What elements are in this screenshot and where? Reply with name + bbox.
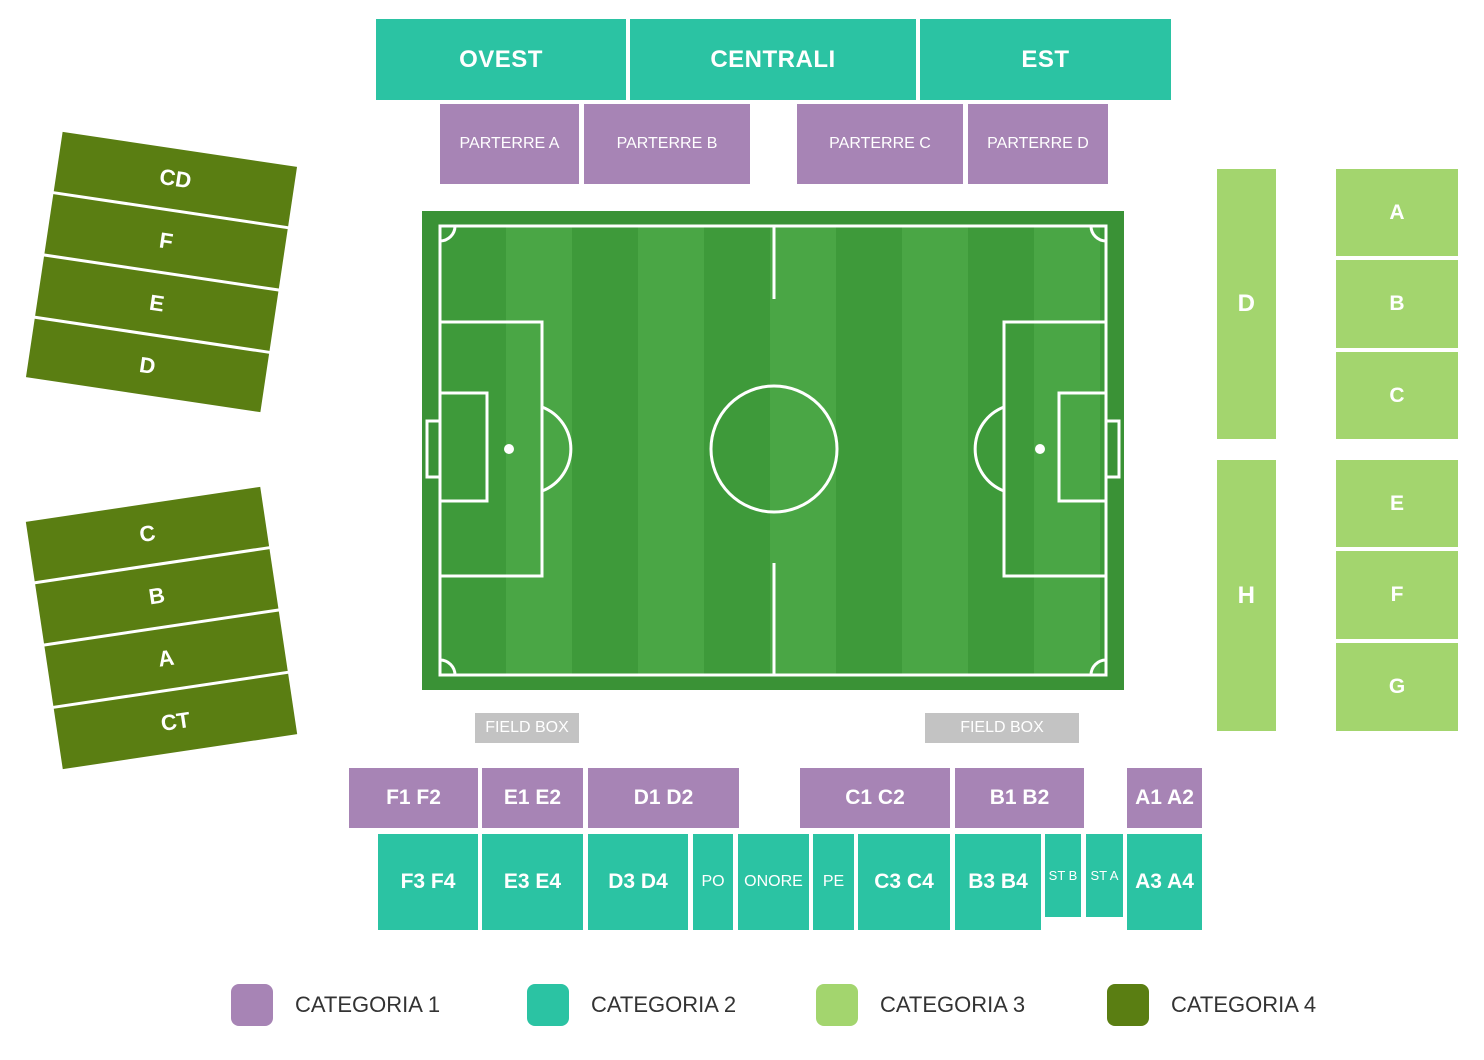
sector-ovest[interactable]: OVEST — [376, 19, 626, 100]
sector-f3-f4[interactable]: F3 F4 — [378, 834, 478, 930]
legend-categoria-3: CATEGORIA 3 — [816, 984, 1025, 1026]
legend-swatch-categoria-2 — [527, 984, 569, 1026]
sector-centrali[interactable]: CENTRALI — [630, 19, 916, 100]
legend-swatch-categoria-1 — [231, 984, 273, 1026]
sector-po[interactable]: PO — [693, 834, 733, 930]
sector-d3-d4[interactable]: D3 D4 — [588, 834, 688, 930]
sector-east-f[interactable]: F — [1336, 551, 1458, 639]
field-box-right[interactable]: FIELD BOX — [925, 713, 1079, 743]
sector-e3-e4[interactable]: E3 E4 — [482, 834, 583, 930]
legend-swatch-categoria-3 — [816, 984, 858, 1026]
sector-b3-b4[interactable]: B3 B4 — [955, 834, 1041, 930]
sector-f1-f2[interactable]: F1 F2 — [349, 768, 478, 828]
sector-onore[interactable]: ONORE — [738, 834, 809, 930]
sector-a1-a2[interactable]: A1 A2 — [1127, 768, 1202, 828]
sector-east-g[interactable]: G — [1336, 643, 1458, 731]
legend-categoria-4: CATEGORIA 4 — [1107, 984, 1316, 1026]
sector-parterre-a[interactable]: PARTERRE A — [440, 104, 579, 184]
sector-st-b[interactable]: ST B — [1045, 834, 1081, 917]
sector-a3-a4[interactable]: A3 A4 — [1127, 834, 1202, 930]
football-pitch — [422, 211, 1124, 690]
legend-swatch-categoria-4 — [1107, 984, 1149, 1026]
sector-st-a[interactable]: ST A — [1086, 834, 1123, 917]
sector-east-a[interactable]: A — [1336, 169, 1458, 256]
sector-parterre-b[interactable]: PARTERRE B — [584, 104, 750, 184]
sector-est[interactable]: EST — [920, 19, 1171, 100]
legend-label-categoria-1: CATEGORIA 1 — [295, 992, 441, 1017]
sector-pe[interactable]: PE — [813, 834, 854, 930]
sector-c1-c2[interactable]: C1 C2 — [800, 768, 950, 828]
west-upper-stand: CD F E D — [25, 131, 298, 413]
sector-east-e[interactable]: E — [1336, 460, 1458, 547]
sector-east-h[interactable]: H — [1217, 460, 1276, 731]
legend-label-categoria-3: CATEGORIA 3 — [880, 992, 1026, 1017]
pitch-drawing — [422, 211, 1124, 690]
legend-label-categoria-2: CATEGORIA 2 — [591, 992, 737, 1017]
sector-east-b[interactable]: B — [1336, 260, 1458, 348]
sector-parterre-c[interactable]: PARTERRE C — [797, 104, 963, 184]
sector-b1-b2[interactable]: B1 B2 — [955, 768, 1084, 828]
west-lower-stand: C B A CT — [25, 486, 298, 770]
sector-d1-d2[interactable]: D1 D2 — [588, 768, 739, 828]
legend-categoria-2: CATEGORIA 2 — [527, 984, 736, 1026]
field-box-left[interactable]: FIELD BOX — [475, 713, 579, 743]
sector-parterre-d[interactable]: PARTERRE D — [968, 104, 1108, 184]
sector-east-d[interactable]: D — [1217, 169, 1276, 439]
sector-east-c[interactable]: C — [1336, 352, 1458, 439]
legend-label-categoria-4: CATEGORIA 4 — [1171, 992, 1317, 1017]
sector-c3-c4[interactable]: C3 C4 — [858, 834, 950, 930]
legend-categoria-1: CATEGORIA 1 — [231, 984, 440, 1026]
sector-e1-e2[interactable]: E1 E2 — [482, 768, 583, 828]
